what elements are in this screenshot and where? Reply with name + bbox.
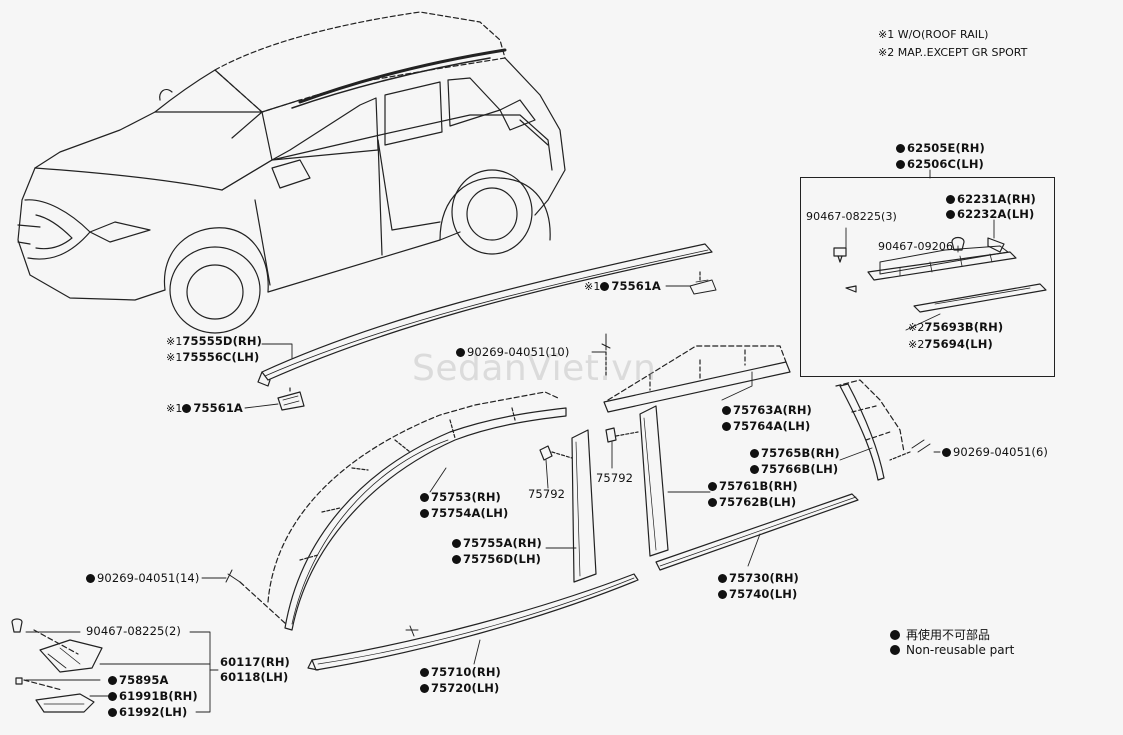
non-reusable-dot-icon	[896, 144, 905, 153]
note-roof-rail: ※1 W/O(ROOF RAIL)	[878, 28, 989, 41]
b-pillar-molding	[571, 429, 597, 583]
label-90467-08225-2: 90467-08225(2)	[86, 624, 182, 638]
note-map: ※2 MAP..EXCEPT GR SPORT	[878, 46, 1028, 59]
non-reusable-dot-icon	[718, 574, 727, 583]
label-90269-04051-6: 90269-04051(6)	[942, 445, 1048, 459]
label-62506C: 62506C(LH)	[896, 157, 984, 171]
non-reusable-dot-icon	[722, 422, 731, 431]
mud-guard-parts	[11, 618, 419, 713]
label-75895A: 75895A	[108, 673, 169, 687]
non-reusable-dot-icon	[420, 509, 429, 518]
non-reusable-dot-icon	[890, 630, 900, 640]
label-75694: ※275694(LH)	[908, 337, 993, 351]
front-belt-molding	[307, 573, 639, 671]
non-reusable-dot-icon	[108, 676, 117, 685]
label-90269-04051-10: 90269-04051(10)	[456, 345, 569, 359]
window-upper-molding	[603, 345, 791, 413]
non-reusable-dot-icon	[86, 574, 95, 583]
legend-item-en: Non-reusable part	[890, 643, 1014, 657]
label-62232A: 62232A(LH)	[946, 207, 1034, 221]
label-75766B: 75766B(LH)	[750, 462, 838, 476]
roof-rail-part	[257, 243, 717, 411]
label-61991B: 61991B(RH)	[108, 689, 198, 703]
non-reusable-dot-icon	[708, 498, 717, 507]
non-reusable-dot-icon	[108, 708, 117, 717]
label-90269-04051-14: 90269-04051(14)	[86, 571, 199, 585]
rear-door-pillar-molding	[639, 405, 669, 557]
non-reusable-dot-icon	[452, 539, 461, 548]
label-62505E: 62505E(RH)	[896, 141, 985, 155]
label-75710: 75710(RH)	[420, 665, 501, 679]
label-75753: 75753(RH)	[420, 490, 501, 504]
roof-spoiler-parts	[833, 236, 1047, 313]
legend-item-jp: 再使用不可部品	[890, 626, 990, 643]
label-60118: 60118(LH)	[220, 670, 289, 684]
non-reusable-dot-icon	[722, 406, 731, 415]
non-reusable-dot-icon	[600, 282, 610, 291]
label-75555D: ※175555D(RH)	[166, 334, 262, 348]
non-reusable-dot-icon	[946, 195, 955, 204]
label-75792-b: 75792	[596, 471, 634, 485]
front-door-frame-molding	[267, 391, 567, 631]
label-75765B: 75765B(RH)	[750, 446, 840, 460]
label-90467-09206: 90467-09206	[878, 240, 954, 253]
label-75730: 75730(RH)	[718, 571, 799, 585]
non-reusable-dot-icon	[890, 645, 900, 655]
label-75754A: 75754A(LH)	[420, 506, 508, 520]
non-reusable-dot-icon	[750, 449, 759, 458]
label-75761B: 75761B(RH)	[708, 479, 798, 493]
non-reusable-dot-icon	[718, 590, 727, 599]
label-75764A: 75764A(LH)	[722, 419, 810, 433]
rear-quarter-molding	[835, 379, 905, 481]
non-reusable-dot-icon	[946, 210, 955, 219]
watermark-text: SedanViet.vn	[412, 348, 657, 389]
non-reusable-dot-icon	[750, 465, 759, 474]
label-75693B: ※275693B(RH)	[908, 320, 1004, 334]
label-75556C: ※175556C(LH)	[166, 350, 260, 364]
label-75756D: 75756D(LH)	[452, 552, 541, 566]
non-reusable-dot-icon	[420, 684, 429, 693]
label-75720: 75720(LH)	[420, 681, 499, 695]
label-90467-08225-3: 90467-08225(3)	[806, 210, 897, 223]
label-75762B: 75762B(LH)	[708, 495, 796, 509]
label-75740: 75740(LH)	[718, 587, 797, 601]
non-reusable-dot-icon	[420, 493, 429, 502]
non-reusable-dot-icon	[896, 160, 905, 169]
non-reusable-dot-icon	[108, 692, 117, 701]
label-75792-a: 75792	[528, 487, 566, 501]
label-75763A: 75763A(RH)	[722, 403, 812, 417]
non-reusable-dot-icon	[452, 555, 461, 564]
label-62231A: 62231A(RH)	[946, 192, 1036, 206]
non-reusable-dot-icon	[420, 668, 429, 677]
label-75755A: 75755A(RH)	[452, 536, 542, 550]
detail-box-frame	[800, 177, 1055, 377]
label-61992: 61992(LH)	[108, 705, 187, 719]
label-60117: 60117(RH)	[220, 655, 290, 669]
non-reusable-dot-icon	[456, 348, 465, 357]
vehicle-illustration	[17, 11, 566, 334]
non-reusable-dot-icon	[708, 482, 717, 491]
non-reusable-dot-icon	[942, 448, 951, 457]
non-reusable-dot-icon	[182, 404, 192, 413]
rear-belt-molding	[655, 493, 859, 571]
